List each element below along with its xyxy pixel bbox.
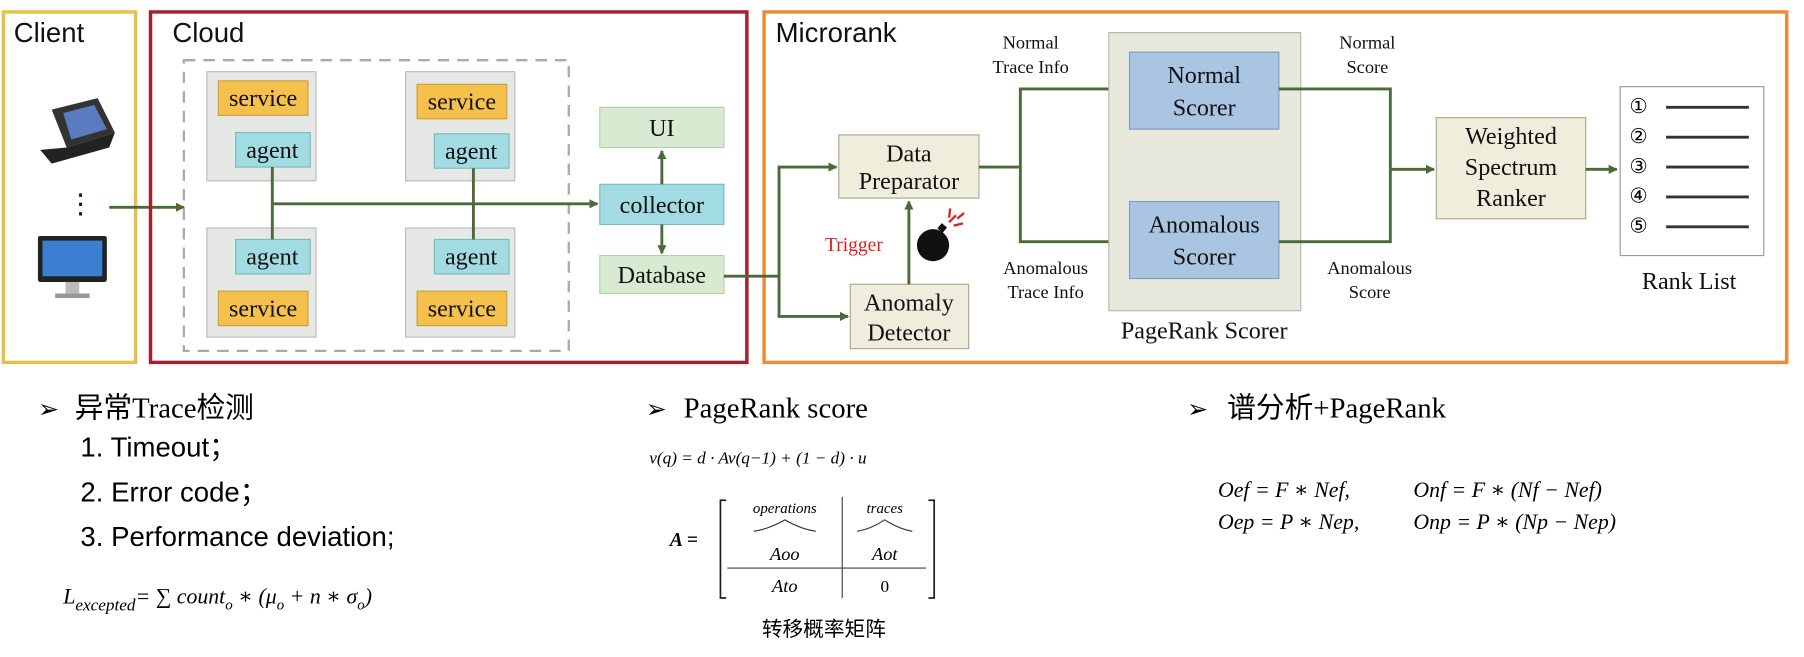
service-node-bottom-right: agent service	[405, 227, 516, 338]
microrank-panel: Microrank Data Preparator Anomaly Detect…	[723, 10, 1789, 365]
spectrum-equation: Oef = F ∗ Nef,	[1218, 478, 1350, 502]
ranker-label: Ranker	[1476, 186, 1546, 212]
matrix-label: A =	[668, 530, 698, 551]
bullet-arrow-icon: ➢	[1187, 396, 1208, 424]
matrix-a-ot: Aot	[871, 544, 898, 564]
ui-label: UI	[649, 116, 674, 142]
cluster-boundary	[182, 59, 570, 353]
desktop-monitor-icon	[37, 236, 107, 299]
agent-label: agent	[445, 245, 498, 271]
rank-number: ③	[1629, 156, 1648, 178]
collector-box	[599, 183, 725, 226]
anomalous-scorer-label: Anomalous	[1149, 213, 1260, 239]
ranker-label: Weighted	[1465, 124, 1557, 150]
normal-score-label: Normal	[1339, 33, 1395, 53]
ranker-label: Spectrum	[1465, 155, 1558, 181]
pagerank-notes: ➢ PageRank score v(q) = d · Av(q−1) + (1…	[646, 393, 936, 641]
service-label: service	[428, 90, 496, 116]
service-node-top-left: service agent	[206, 71, 317, 182]
bullet-arrow-icon: ➢	[646, 396, 667, 424]
matrix-a-oo: Aoo	[769, 544, 800, 564]
pagerank-formula: v(q) = d · Av(q−1) + (1 − d) · u	[649, 449, 866, 468]
normal-scorer-label: Scorer	[1173, 95, 1236, 121]
ui-box	[599, 106, 725, 149]
service-node-bottom-left: agent service	[206, 227, 317, 338]
service-label: service	[428, 296, 496, 322]
client-title: Client	[14, 17, 85, 48]
data-preparator-label: Data	[886, 141, 932, 167]
spectrum-equation: Onf = F ∗ (Nf − Nef)	[1413, 478, 1602, 502]
rank-number: ④	[1629, 186, 1648, 208]
anomaly-detector-label: Detector	[867, 321, 950, 347]
pagerank-heading: PageRank score	[684, 393, 868, 425]
anomaly-detector-box	[849, 283, 970, 350]
agent-label: agent	[246, 245, 299, 271]
agent-label: agent	[246, 138, 299, 164]
normal-trace-info-label: Normal	[1003, 33, 1059, 53]
normal-trace-info-label: Trace Info	[993, 57, 1069, 77]
normal-scorer-label: Normal	[1167, 63, 1241, 89]
pagerank-scorer-label: PageRank Scorer	[1121, 318, 1288, 344]
operations-column-label: operations	[753, 501, 817, 517]
anomaly-item: 2. Error code；	[80, 476, 267, 507]
rank-list-label: Rank List	[1642, 269, 1737, 295]
anomaly-item: 1. Timeout；	[80, 432, 236, 463]
database-label: Database	[618, 263, 706, 289]
latency-formula: Lexcepted= ∑ counto ∗ (μo + n ∗ σo)	[62, 585, 372, 615]
anomalous-scorer-box	[1128, 200, 1280, 280]
matrix-caption: 转移概率矩阵	[762, 618, 886, 641]
anomalous-trace-info-label: Trace Info	[1007, 282, 1083, 302]
normal-score-label: Score	[1346, 57, 1388, 77]
agent-label: agent	[445, 139, 498, 165]
normal-scorer-box	[1128, 51, 1280, 130]
rank-list: ① ② ③ ④ ⑤ Rank List	[1619, 86, 1765, 295]
matrix-zero: 0	[880, 577, 889, 596]
collector-label: collector	[620, 193, 704, 219]
cloud-panel: Cloud service agent service agent agent …	[148, 10, 749, 365]
spectrum-equation: Onp = P ∗ (Np − Nep)	[1413, 510, 1616, 534]
rank-number: ②	[1629, 126, 1648, 148]
anomalous-trace-info-label: Anomalous	[1003, 258, 1088, 278]
trigger-label: Trigger	[825, 235, 883, 256]
data-preparator-label: Preparator	[859, 169, 959, 195]
microrank-title: Microrank	[776, 17, 897, 48]
bomb-icon	[916, 208, 965, 262]
anomaly-heading: 异常Trace检测	[75, 393, 254, 425]
anomalous-score-label: Score	[1349, 282, 1391, 302]
spectrum-heading: 谱分析+PageRank	[1227, 393, 1446, 425]
traces-column-label: traces	[867, 501, 904, 517]
spectrum-notes: ➢ 谱分析+PageRank Oef = F ∗ Nef, Onf = F ∗ …	[1187, 393, 1616, 534]
spectrum-equation: Oep = P ∗ Nep,	[1218, 510, 1359, 534]
service-node-top-right: service agent	[405, 71, 516, 182]
bullet-arrow-icon: ➢	[38, 396, 59, 424]
service-label: service	[229, 296, 297, 322]
laptop-icon	[40, 98, 115, 164]
rank-number: ⑤	[1629, 216, 1648, 238]
anomaly-item: 3. Performance deviation;	[80, 521, 394, 552]
data-preparator-box	[838, 134, 980, 199]
cloud-title: Cloud	[172, 17, 244, 48]
service-label: service	[229, 86, 297, 112]
more-clients-ellipsis: ⋮	[67, 188, 95, 219]
anomaly-detector-label: Anomaly	[864, 291, 954, 317]
anomaly-detection-notes: ➢ 异常Trace检测 1. Timeout； 2. Error code； 3…	[38, 393, 395, 615]
database-box	[599, 254, 725, 295]
matrix-a-to: Ato	[771, 576, 798, 596]
client-panel: Client ⋮	[1, 10, 138, 365]
rank-number: ①	[1629, 96, 1648, 118]
anomalous-scorer-label: Scorer	[1173, 245, 1236, 271]
anomalous-score-label: Anomalous	[1327, 258, 1412, 278]
